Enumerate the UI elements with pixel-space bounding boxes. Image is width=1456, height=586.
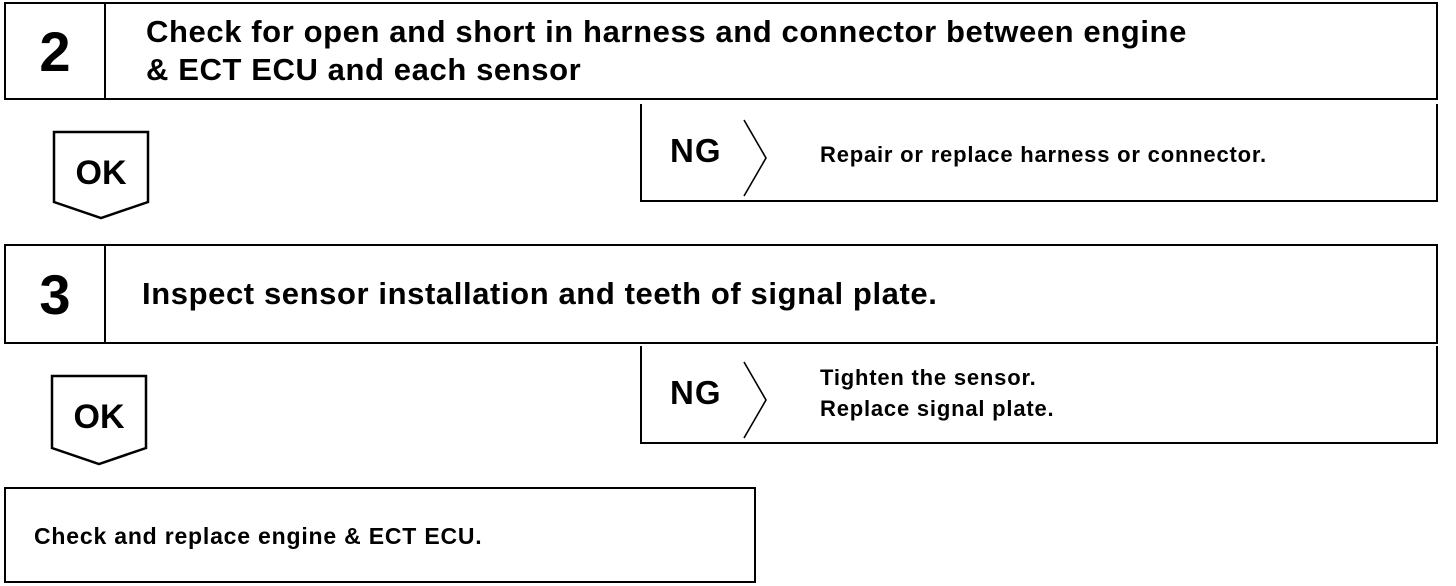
- step-3-ng-box: NG Tighten the sensor. Replace signal pl…: [640, 346, 1438, 444]
- step-2-ng-action: Repair or replace harness or connector.: [820, 139, 1267, 170]
- step-2-ng-box: NG Repair or replace harness or connecto…: [640, 104, 1438, 202]
- step-3-title: Inspect sensor installation and teeth of…: [106, 246, 1436, 342]
- step-2-title: Check for open and short in harness and …: [106, 4, 1436, 98]
- step-3-ng-action-line-2: Replace signal plate.: [820, 396, 1055, 421]
- final-action-text: Check and replace engine & ECT ECU.: [34, 523, 483, 549]
- step-3-title-line-1: Inspect sensor installation and teeth of…: [142, 276, 938, 311]
- step-2-ng-chevron-icon: [743, 119, 767, 197]
- step-3-ng-label: NG: [670, 374, 722, 411]
- step-2-number: 2: [6, 4, 106, 98]
- step-2-ok-label: OK: [75, 154, 127, 192]
- step-3-ng-action: Tighten the sensor. Replace signal plate…: [820, 362, 1054, 424]
- step-2-title-line-2: & ECT ECU and each sensor: [146, 52, 582, 87]
- step-2-ng-action-line-1: Repair or replace harness or connector.: [820, 142, 1267, 167]
- step-3-box: 3 Inspect sensor installation and teeth …: [4, 244, 1438, 344]
- step-3-ok-arrow-icon: [50, 374, 148, 466]
- step-2-ng-label: NG: [670, 132, 722, 169]
- final-action-box: Check and replace engine & ECT ECU.: [4, 487, 756, 583]
- step-3-ng-action-line-1: Tighten the sensor.: [820, 365, 1037, 390]
- step-3-number: 3: [6, 246, 106, 342]
- step-2-title-line-1: Check for open and short in harness and …: [146, 14, 1187, 49]
- step-2-box: 2 Check for open and short in harness an…: [4, 2, 1438, 100]
- step-3-ng-chevron-icon: [743, 361, 767, 439]
- step-3-ok-label: OK: [73, 398, 125, 436]
- step-2-ok-arrow-icon: [52, 130, 150, 220]
